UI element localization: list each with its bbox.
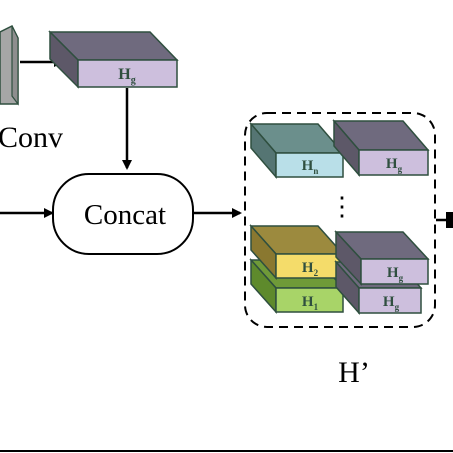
hprime-label: H’ — [338, 356, 370, 389]
svg-text:Hg: Hg — [387, 265, 404, 283]
hn-sub: n — [313, 166, 318, 176]
hg-right-top-label: H — [386, 156, 398, 172]
conv-label: Conv — [0, 121, 63, 154]
hprime-group — [244, 112, 436, 328]
hg-bottom-sub: g — [395, 302, 400, 312]
conv-block — [0, 24, 19, 106]
hg-top-label: H — [118, 66, 131, 83]
hg-mid-sub: g — [399, 273, 404, 283]
svg-text:Hn: Hn — [302, 158, 319, 176]
svg-text:H1: H1 — [302, 294, 319, 312]
h1-label: H — [302, 294, 314, 310]
svg-text:Hg: Hg — [386, 156, 403, 174]
hg-mid-block: Hg — [334, 230, 430, 286]
hg-top-block: Hg — [48, 30, 179, 89]
svg-text:Hg: Hg — [118, 66, 135, 86]
h1-sub: 1 — [314, 302, 319, 312]
hg-bottom-label: H — [383, 294, 395, 310]
h2-block: H2 — [249, 224, 345, 280]
hn-label: H — [302, 158, 314, 174]
concat-label: Concat — [84, 199, 166, 231]
hg-mid-label: H — [387, 265, 399, 281]
h2-label: H — [302, 260, 314, 276]
concat-box: Concat — [52, 173, 194, 255]
hg-right-top-sub: g — [398, 164, 403, 174]
svg-text:Hg: Hg — [383, 294, 400, 312]
hn-block: Hn — [249, 121, 345, 180]
arrow-hprime-output — [436, 212, 453, 228]
hg-top-sub: g — [131, 75, 136, 86]
svg-text:H2: H2 — [302, 260, 319, 278]
h2-sub: 2 — [314, 268, 319, 278]
hg-right-top-block: Hg — [332, 118, 430, 178]
ellipsis: ⋮ — [329, 192, 355, 221]
